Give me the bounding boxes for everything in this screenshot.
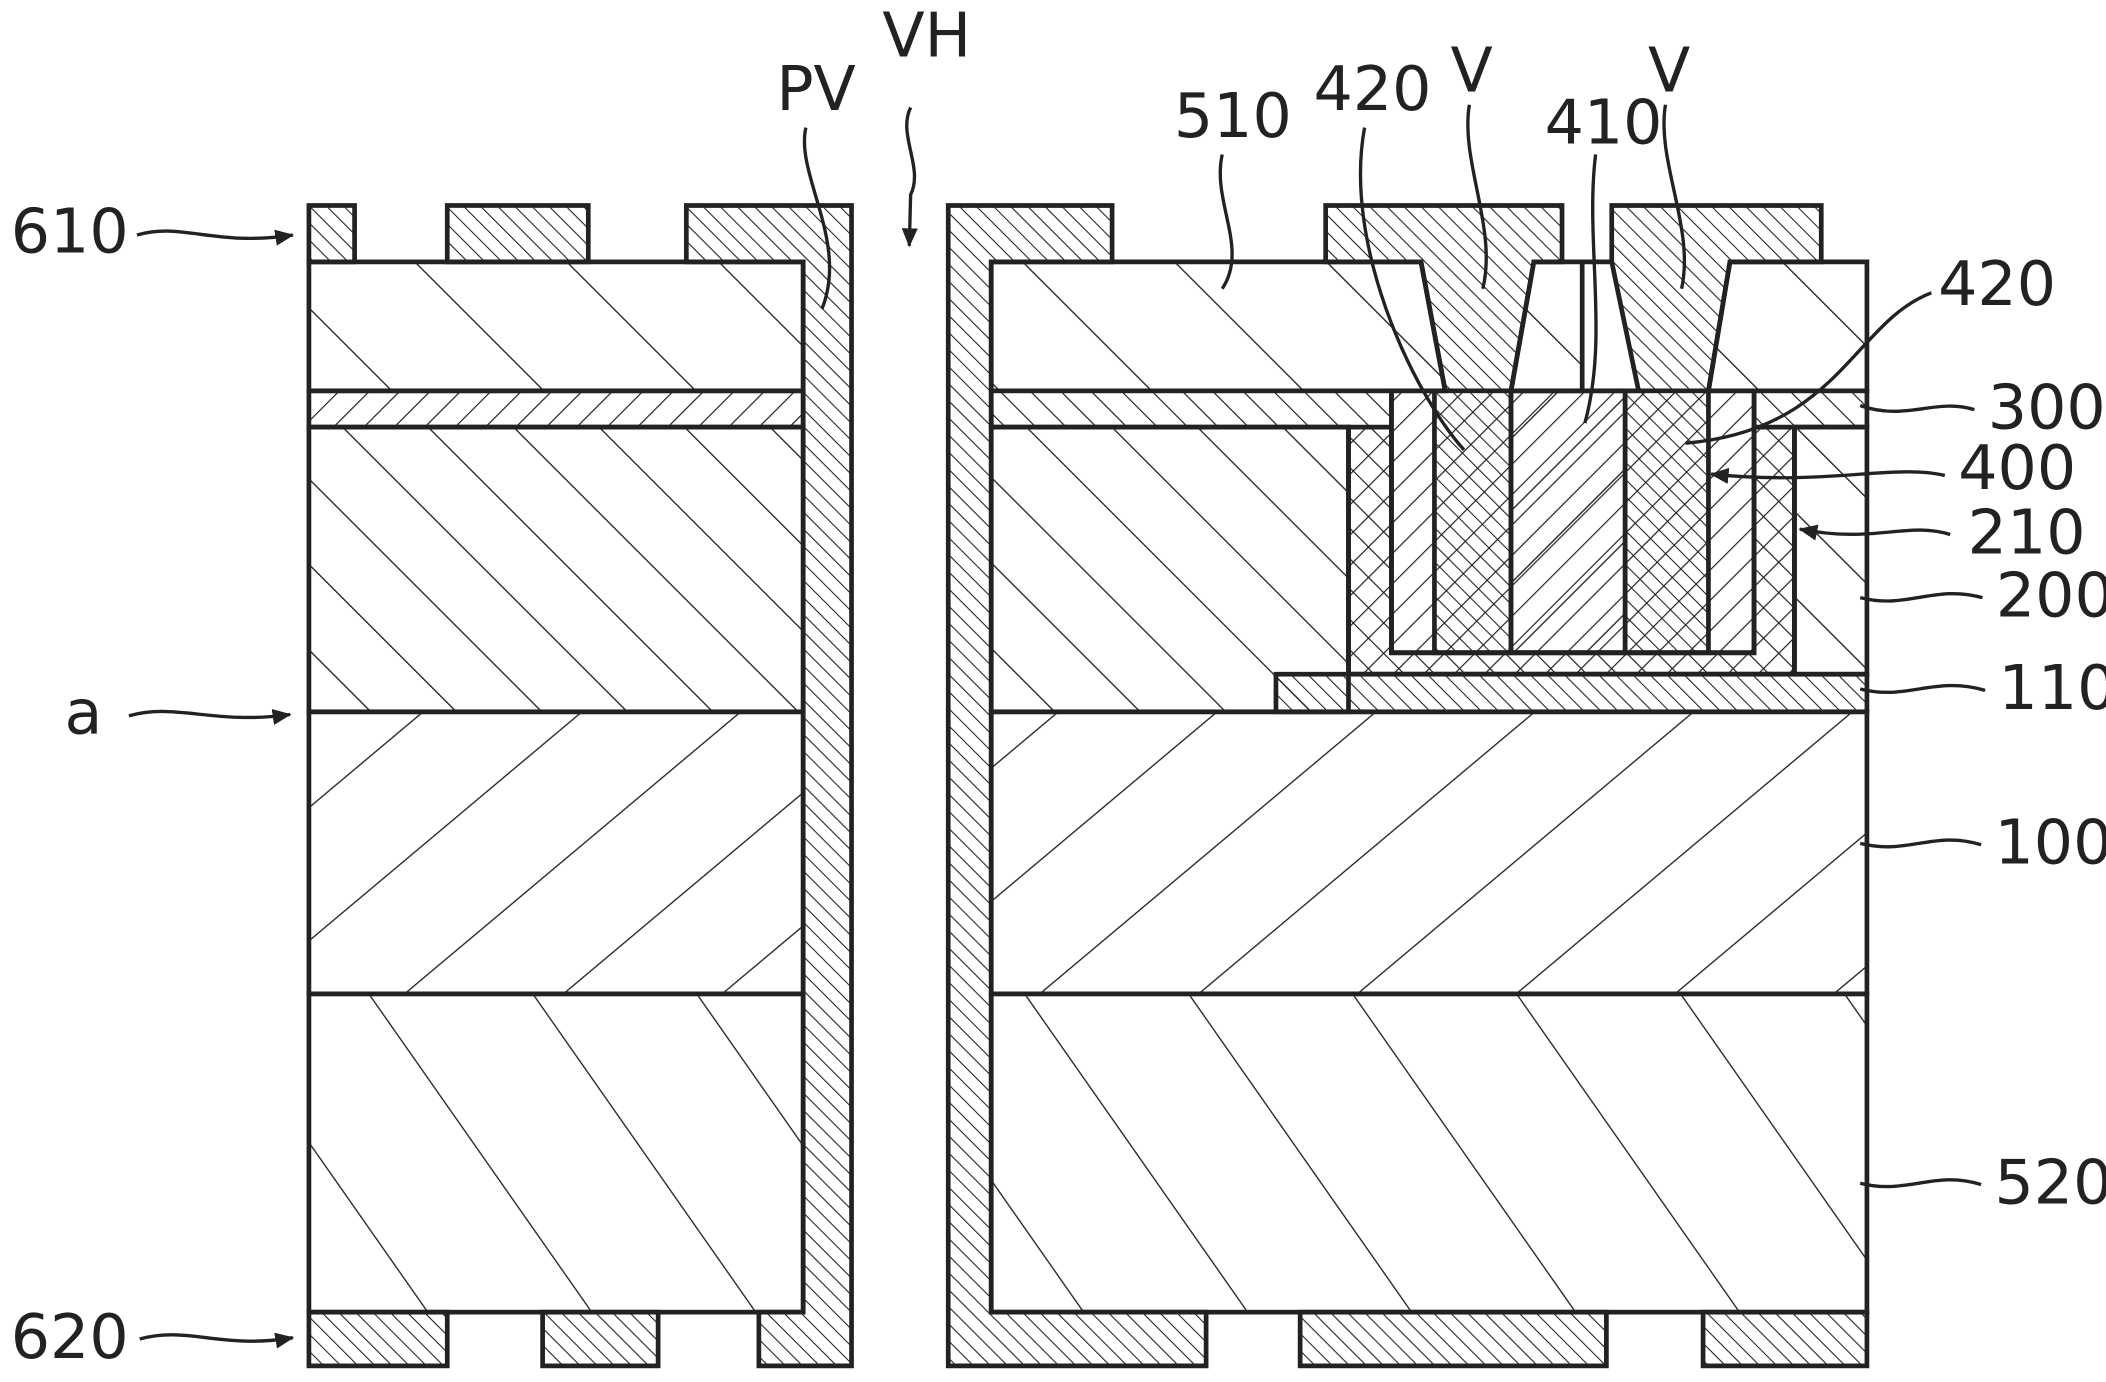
label-110: 110	[1999, 652, 2106, 724]
leader-420-right	[1685, 291, 1932, 445]
layer-200-right	[1792, 424, 1870, 677]
pad-620-d	[1700, 1309, 1870, 1369]
layer-200-left	[988, 424, 1351, 715]
leader-610	[136, 229, 295, 246]
right-structure	[945, 203, 1870, 1369]
leader-v-left	[1466, 104, 1488, 290]
left-layer-300	[306, 388, 806, 430]
left-via-wall-pv	[683, 203, 854, 1369]
leader-300	[1859, 404, 1975, 414]
layer-110	[1273, 671, 1870, 715]
label-610: 610	[11, 195, 129, 267]
label-420-top: 420	[1314, 53, 1432, 125]
label-a: a	[64, 676, 102, 748]
pad-620-a	[306, 1309, 450, 1369]
leader-620	[139, 1332, 295, 1349]
label-620: 620	[11, 1301, 129, 1373]
pad-620-b	[540, 1309, 661, 1369]
left-layer-100	[306, 709, 806, 997]
reference-labels: VH PV 510 420 V 410 V 420 300 400 210 20…	[11, 0, 2106, 1373]
label-vh: VH	[882, 0, 971, 71]
pad-610-a	[306, 203, 357, 265]
leader-100	[1859, 838, 1982, 849]
left-layer-520	[306, 991, 806, 1315]
leader-400	[1709, 467, 1946, 484]
layer-100	[988, 709, 1870, 997]
label-pv: PV	[776, 53, 856, 125]
leader-200	[1859, 592, 1983, 603]
leader-510	[1218, 154, 1234, 290]
right-via-wall	[945, 203, 1209, 1369]
leader-410	[1583, 154, 1598, 424]
leader-110	[1859, 683, 1986, 694]
label-300: 300	[1988, 371, 2106, 443]
label-520: 520	[1995, 1146, 2106, 1218]
layer-520	[988, 991, 1870, 1315]
leader-a	[128, 708, 292, 725]
label-400: 400	[1958, 432, 2076, 504]
leader-420-top	[1358, 127, 1466, 452]
leader-520	[1859, 1178, 1982, 1189]
label-v-left: V	[1451, 34, 1493, 106]
via-v-left	[1323, 203, 1565, 656]
left-layer-510	[306, 259, 806, 394]
label-420-right: 420	[1938, 248, 2056, 320]
leader-pv	[802, 127, 832, 310]
leader-lines	[128, 104, 1986, 1349]
leader-vh	[901, 106, 918, 248]
layer-410	[1508, 388, 1628, 656]
label-510: 510	[1174, 80, 1292, 152]
leader-v-right	[1662, 104, 1687, 290]
leader-210	[1798, 524, 1951, 541]
layer-510-right	[1705, 259, 1870, 394]
via-v-right	[1609, 203, 1824, 656]
left-layer-200	[306, 424, 806, 715]
pad-620-c	[1297, 1309, 1609, 1369]
label-210: 210	[1968, 496, 2086, 568]
label-410: 410	[1545, 87, 1663, 159]
pad-610-b	[444, 203, 591, 265]
left-structure	[306, 203, 854, 1369]
label-200: 200	[1996, 559, 2106, 631]
label-100: 100	[1995, 807, 2106, 879]
label-v-right: V	[1648, 34, 1690, 106]
